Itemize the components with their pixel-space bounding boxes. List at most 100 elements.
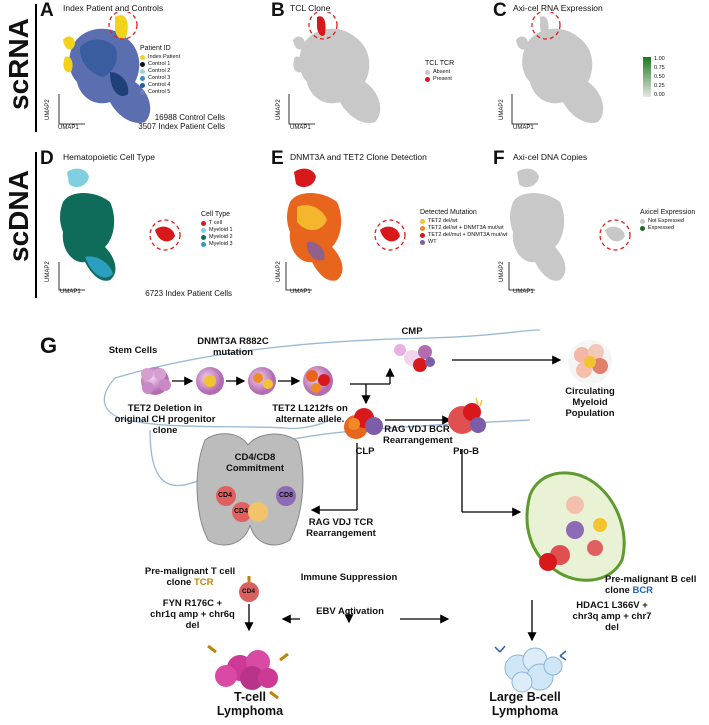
legend-swatch <box>425 70 430 75</box>
panel-a-letter: A <box>40 0 54 21</box>
immune-suppression-label: Immune Suppression <box>300 572 398 583</box>
legend-label: Absent <box>433 69 451 75</box>
dnmt3a-label: DNMT3A R882C mutation <box>197 336 269 358</box>
panel-e-umap <box>285 168 406 291</box>
legend-swatch <box>140 76 145 81</box>
legend-label: Control 4 <box>148 82 171 88</box>
b-cell-lymph-node <box>525 471 626 582</box>
panel-b-umap <box>288 12 381 125</box>
t-cell-clone <box>239 576 259 602</box>
e-xlabel: UMAP1 <box>290 289 311 295</box>
legend-label: Control 1 <box>148 61 171 67</box>
hdac1-label: HDAC1 L366V + chr3q amp + chr7 del <box>572 600 652 633</box>
cmp-cells <box>394 344 435 372</box>
legend-label: TET2 del/wt <box>428 218 458 224</box>
legend-swatch <box>425 77 430 82</box>
a-control-count: 16988 Control Cells <box>154 113 225 122</box>
tet2-cluster <box>303 366 333 396</box>
legend-label: WT <box>428 239 437 245</box>
fyn-label: FYN R176C + chr1q amp + chr6q del <box>150 598 235 631</box>
legend-swatch <box>140 83 145 88</box>
c-xlabel: UMAP1 <box>513 125 534 131</box>
legend-label: T cell <box>209 220 223 226</box>
dnmt3a-cluster-2 <box>248 367 276 395</box>
legend-swatch <box>140 55 145 60</box>
panel-f-umap <box>508 168 631 291</box>
legend-label: Myeloid 1 <box>209 227 233 233</box>
c-highlight-circle <box>531 12 561 40</box>
legend-item: Myeloid 3 <box>201 241 233 248</box>
e-highlight-circle <box>374 219 406 251</box>
panel-c-umap <box>511 12 604 125</box>
legend-item: Control 5 <box>140 89 180 96</box>
legend-swatch <box>140 90 145 95</box>
ebv-activation-label: EBV Activation <box>316 606 384 617</box>
scdna-side-label: scDNA <box>3 170 34 262</box>
clp-cells <box>344 408 383 439</box>
a-ylabel: UMAP2 <box>45 99 51 120</box>
legend-swatch <box>201 235 206 240</box>
cmp-label: CMP <box>401 326 423 337</box>
panel-d-umap <box>58 168 181 291</box>
panel-g-diagram <box>103 329 626 700</box>
c-colorbar <box>643 57 651 97</box>
legend-swatch <box>420 219 425 224</box>
large-b-cell-lymphoma-label: Large B-cell Lymphoma <box>489 690 561 718</box>
legend-label: Control 2 <box>148 68 171 74</box>
b-cell-lymphoma-cluster <box>494 645 567 693</box>
legend-swatch <box>140 62 145 67</box>
legend-item: Myeloid 1 <box>201 227 233 234</box>
premal-t-label: Pre-malignant T cell clone TCR <box>144 566 236 588</box>
d-xlabel: UMAP1 <box>60 289 81 295</box>
a-highlight-circle <box>108 12 138 40</box>
legend-item: Present <box>425 76 454 83</box>
legend-title: Cell Type <box>201 211 231 218</box>
dnmt3a-cluster <box>196 367 224 395</box>
legend-label: Myeloid 2 <box>209 234 233 240</box>
legend-title: Patient ID <box>140 45 171 52</box>
legend-label: Myeloid 3 <box>209 241 233 247</box>
prob-label: Pro-B <box>453 446 479 457</box>
legend-label: Expressed <box>648 225 674 231</box>
e-ylabel: UMAP2 <box>276 261 282 282</box>
legend-item: Index Patient <box>140 54 180 61</box>
umap-cloud <box>63 15 151 123</box>
legend-label: TET2 del/mut + DNMT3A mut/wt <box>428 232 508 238</box>
cd8-label: CD8 <box>279 492 294 499</box>
t-cell-lymphoma-cluster <box>207 644 289 700</box>
cd4-label: CD4 <box>218 492 233 499</box>
panel-c-title: Axi-cel RNA Expression <box>513 3 603 13</box>
panel-d-letter: D <box>40 148 54 169</box>
legend-item: Absent <box>425 69 454 76</box>
legend-item: WT <box>420 239 507 246</box>
legend-item: Control 1 <box>140 61 180 68</box>
bcr-label: BCR <box>632 585 654 596</box>
tet2-l1212-label: TET2 L1212fs on alternate allele. <box>272 403 348 425</box>
b-ylabel: UMAP2 <box>276 99 282 120</box>
circulating-label: Circulating Myeloid Population <box>565 386 615 419</box>
legend-label: TET2 del/wt + DNMT3A mut/wt <box>428 225 504 231</box>
legend-item: TET2 del/mut + DNMT3A mut/wt <box>420 232 507 239</box>
d-highlight-circle <box>149 219 181 251</box>
t-cell-lymphoma-label: T-cell Lymphoma <box>216 690 284 718</box>
thymus-illustration <box>196 433 304 546</box>
legend-item: Myeloid 2 <box>201 234 233 241</box>
legend-swatch <box>201 221 206 226</box>
legend-item: Control 3 <box>140 75 180 82</box>
legend-swatch <box>420 226 425 231</box>
a-xlabel: UMAP1 <box>58 125 79 131</box>
cd4-lower-label: CD4 <box>234 508 249 515</box>
panel-a-title: Index Patient and Controls <box>63 3 164 13</box>
legend-label: Present <box>433 76 452 82</box>
d-ylabel: UMAP2 <box>45 261 51 282</box>
scrna-bar <box>35 4 37 132</box>
a-index-count: 3507 Index Patient Cells <box>138 122 225 131</box>
cd4cd8-commitment-label: CD4/CD8 Commitment <box>225 452 285 474</box>
legend-item: Control 4 <box>140 82 180 89</box>
panel-f-letter: F <box>493 148 505 169</box>
